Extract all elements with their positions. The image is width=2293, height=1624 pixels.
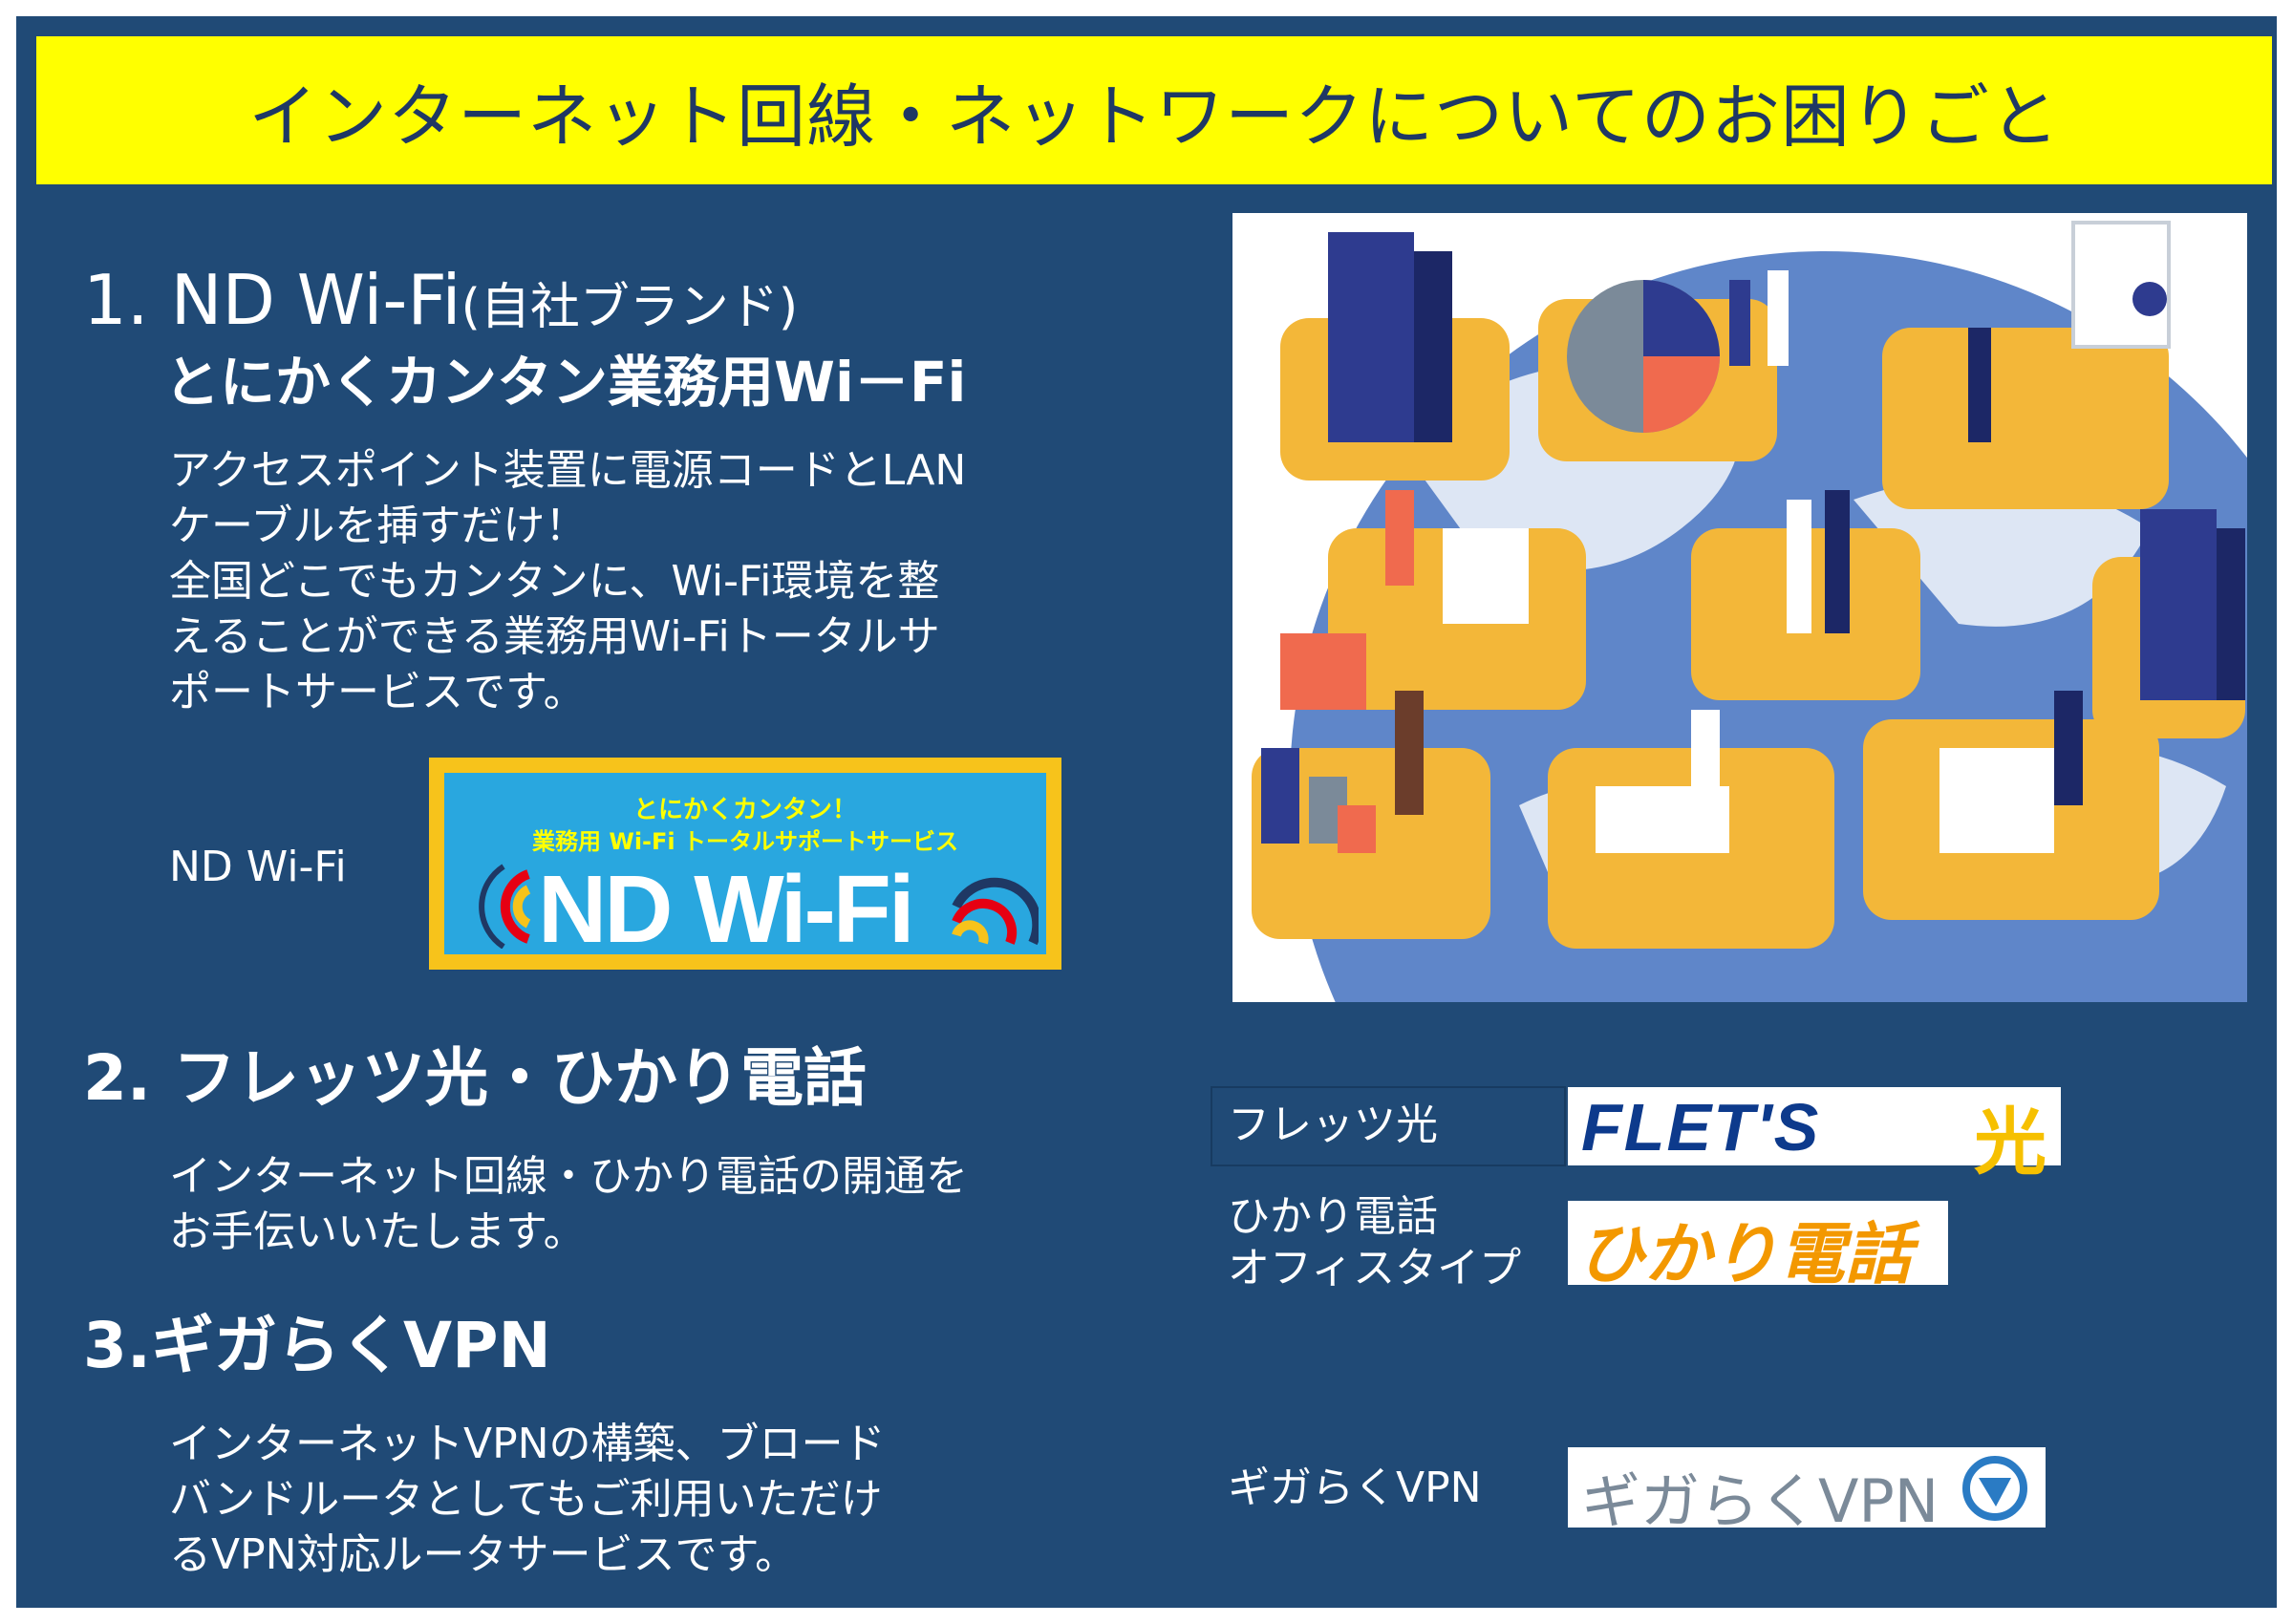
hikari-denwa-logo: ひかり電話: [1568, 1201, 1948, 1293]
section1-desc-line: 全国どこでもカンタンに、Wi-Fi環境を整: [169, 557, 940, 606]
section2-description: インターネット回線・ひかり電話の開通を お手伝いいたします。: [169, 1149, 968, 1260]
section1-desc-line: ポートサービスです。: [169, 668, 586, 716]
giga-raku-vpn-label: ギガらくVPN: [1228, 1464, 1482, 1512]
section2-heading: 2. フレッツ光・ひかり電話: [83, 1044, 867, 1113]
hikari-label-line: オフィスタイプ: [1228, 1244, 1522, 1293]
globe-icon: [1252, 221, 2247, 1002]
section1-brand-note: (自社ブランド): [461, 279, 799, 336]
flets-label: フレッツ光: [1228, 1100, 1438, 1149]
section1-number: 1.: [83, 260, 149, 340]
section1-description: アクセスポイント装置に電源コードとLAN ケーブルを挿すだけ！ 全国どこでもカン…: [169, 443, 966, 720]
bar-chart-icon: [1261, 633, 1376, 853]
nd-wifi-logo: とにかくカンタン！ 業務用 Wi-Fi トータルサポートサービス ND Wi-F…: [429, 758, 1061, 970]
hikari-label-line: ひかり電話: [1228, 1192, 1438, 1241]
section3-desc-line: インターネットVPNの構築、ブロード: [169, 1420, 886, 1468]
section3-title: ギガらくVPN: [151, 1309, 551, 1382]
content-panel: インターネット回線・ネットワークについてのお困りごと 1. ND Wi-Fi(自…: [16, 16, 2277, 1608]
nd-wifi-logo-tag2: 業務用 Wi-Fi トータルサポートサービス: [532, 828, 958, 855]
section3-description: インターネットVPNの構築、ブロード バンドルータとしてもご利用いただけ るVP…: [169, 1417, 886, 1583]
flets-hikari-logo: FLET'S 光: [1568, 1087, 2061, 1185]
hikari-logo-text: ひかり電話: [1577, 1215, 1912, 1293]
office-building-icon: [1328, 232, 2245, 700]
section1-desc-line: ケーブルを挿すだけ！: [169, 502, 588, 550]
section2-title: フレッツ光・ひかり電話: [172, 1041, 867, 1115]
section3-desc-line: るVPN対応ルータサービスです。: [169, 1530, 798, 1579]
giga-raku-vpn-logo: ギガらくVPN: [1568, 1447, 2046, 1536]
section1-tagline: とにかくカンタン業務用Wi－Fi: [164, 350, 967, 415]
title-banner: インターネット回線・ネットワークについてのお困りごと: [36, 36, 2272, 184]
section1-name: ND Wi-Fi: [170, 260, 461, 340]
section3-desc-line: バンドルータとしてもご利用いただけ: [169, 1475, 883, 1524]
section2-desc-line: インターネット回線・ひかり電話の開通を: [169, 1152, 968, 1201]
section3-heading: 3.ギガらくVPN: [83, 1312, 551, 1380]
nd-wifi-logo-tag1: とにかくカンタン！: [632, 796, 857, 824]
nd-wifi-right-signal-icon: [952, 877, 1039, 946]
banner-title: インターネット回線・ネットワークについてのお困りごと: [248, 76, 2060, 157]
vpn-shield-icon: [1962, 1456, 2027, 1521]
section3-number: 3.: [83, 1309, 151, 1382]
section1-heading: 1. ND Wi-Fi(自社ブランド): [83, 260, 798, 348]
pie-chart-icon: [1567, 280, 1720, 433]
flets-label-box: [1211, 1086, 1566, 1166]
nd-wifi-left-signal-icon: [479, 864, 531, 949]
hikari-denwa-label: ひかり電話 オフィスタイプ: [1228, 1191, 1521, 1294]
nd-wifi-logo-label: ND Wi-Fi: [169, 843, 347, 891]
whiteboard-icon: [2071, 221, 2171, 349]
flets-logo-text: FLET'S: [1581, 1090, 1821, 1165]
desk-worker-icon: [1443, 528, 2054, 853]
office-network-illustration: [1232, 213, 2247, 1002]
section1-desc-line: えることができる業務用Wi-Fiトータルサ: [169, 612, 940, 661]
nd-wifi-wordmark: ND Wi-Fi: [538, 856, 915, 963]
giga-logo-text: ギガらくVPN: [1581, 1466, 1939, 1536]
section2-number: 2.: [83, 1041, 151, 1115]
section1-desc-line: アクセスポイント装置に電源コードとLAN: [169, 446, 967, 495]
section2-desc-line: お手伝いいたします。: [169, 1207, 586, 1256]
flets-logo-accent: 光: [1974, 1100, 2047, 1185]
nd-wifi-logo-inner: とにかくカンタン！ 業務用 Wi-Fi トータルサポートサービス ND Wi-F…: [444, 773, 1046, 963]
